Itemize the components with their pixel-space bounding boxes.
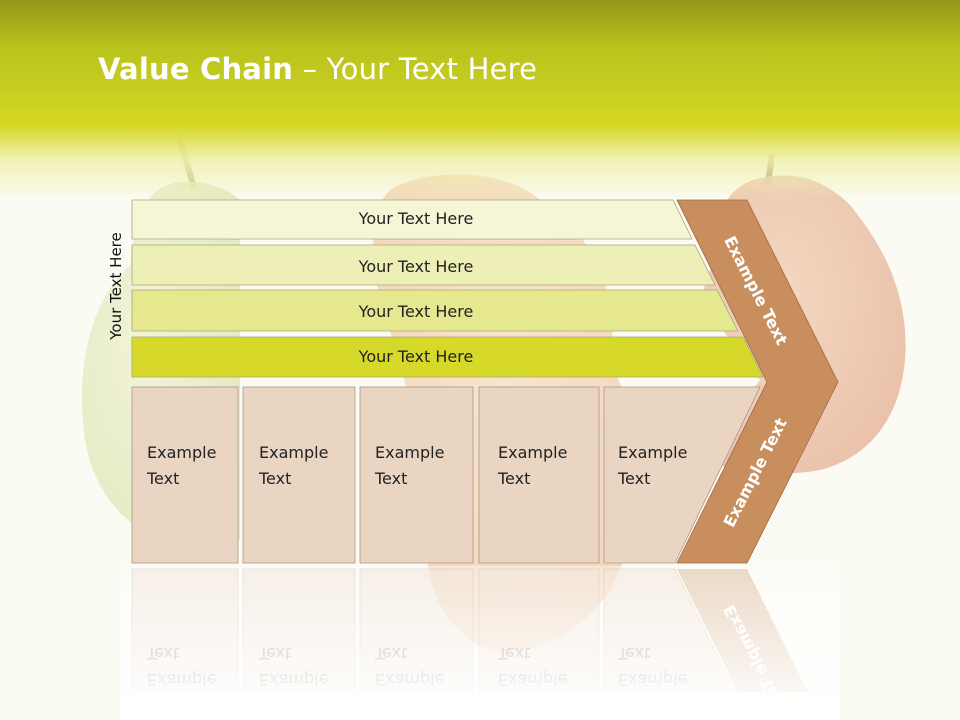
- support-band-1-label: Your Text Here: [358, 209, 474, 228]
- support-band-1: [131, 199, 693, 240]
- support-band-4: [131, 336, 764, 378]
- reflection-fade: [120, 566, 840, 720]
- primary-activity-1-line1: Example: [147, 443, 216, 462]
- support-band-3: [131, 289, 739, 332]
- primary-activity-4-line2: Text: [497, 469, 530, 488]
- margin-chevron: [676, 199, 839, 564]
- primary-activity-4: [478, 386, 600, 564]
- title-rest: – Your Text Here: [293, 52, 538, 86]
- slide-title: Value Chain – Your Text Here: [98, 52, 537, 86]
- primary-activity-1: [131, 386, 239, 564]
- primary-activity-3-line1: Example: [375, 443, 444, 462]
- title-band: [0, 0, 960, 200]
- primary-activity-3-line2: Text: [374, 469, 407, 488]
- support-band-4-label: Your Text Here: [358, 347, 474, 366]
- primary-activity-2: [242, 386, 356, 564]
- title-bold: Value Chain: [98, 52, 294, 86]
- primary-activity-5-line2: Text: [617, 469, 650, 488]
- primary-activity-5-line1: Example: [618, 443, 687, 462]
- primary-activity-4-line1: Example: [498, 443, 567, 462]
- support-band-2: [131, 244, 716, 286]
- support-band-2-label: Your Text Here: [358, 257, 474, 276]
- primary-activity-5: [603, 386, 761, 564]
- primary-activity-3: [359, 386, 474, 564]
- primary-activity-2-line1: Example: [259, 443, 328, 462]
- support-band-3-label: Your Text Here: [358, 302, 474, 321]
- primary-activity-1-line2: Text: [146, 469, 179, 488]
- primary-activity-2-line2: Text: [258, 469, 291, 488]
